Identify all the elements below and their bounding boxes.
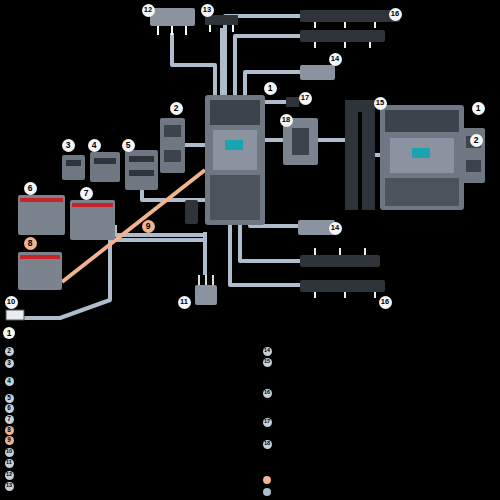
legend-number: 14 [263, 347, 272, 356]
callout-number: 1 [472, 102, 485, 115]
second-contactor [380, 105, 464, 210]
callout-number: 13 [201, 4, 214, 17]
callout-number: 11 [178, 296, 191, 309]
legend-number: 5 [5, 394, 14, 403]
callout-number: 16 [389, 8, 402, 21]
legend-number: 7 [5, 415, 14, 424]
callout-number: 3 [62, 139, 75, 152]
plug-in-surge [195, 275, 217, 305]
legend-number: 15 [263, 358, 272, 367]
legend-number: 6 [5, 404, 14, 413]
front-auxiliary-blocks [62, 150, 158, 190]
callout-number: 4 [88, 139, 101, 152]
legend-number: 18 [263, 440, 272, 449]
legend-number: 17 [263, 418, 272, 427]
callout-number: 17 [299, 92, 312, 105]
legend-number: 12 [5, 471, 14, 480]
orange-legend-dot [263, 476, 271, 484]
callout-number: 7 [80, 187, 93, 200]
legend-number: 1 [3, 327, 15, 339]
callout-number: 10 [5, 296, 18, 309]
callout-number: 5 [122, 139, 135, 152]
legend-number: 4 [5, 377, 14, 386]
callout-number: 14 [329, 53, 342, 66]
busbar-terminal [150, 8, 238, 35]
link-bar-pins [315, 22, 375, 298]
legend-number: 10 [5, 448, 14, 457]
label-plate [6, 310, 24, 320]
callout-number: 12 [142, 4, 155, 17]
surge-suppressor [185, 200, 198, 224]
legend-number: 3 [5, 359, 14, 368]
callout-number: 16 [379, 296, 392, 309]
legend-number: 13 [5, 482, 14, 491]
assignment-lines [24, 16, 380, 318]
grey-legend-dot [263, 488, 271, 496]
legend-number: 2 [5, 347, 14, 356]
callout-number: 6 [24, 182, 37, 195]
legend-number: 9 [5, 436, 14, 445]
callout-number: 15 [374, 97, 387, 110]
interlock-and-frame [283, 100, 375, 210]
legend-number: 8 [5, 426, 14, 435]
callout-number: 2 [170, 102, 183, 115]
callout-number: 14 [329, 222, 342, 235]
timer-modules [18, 195, 115, 290]
callout-number: 2 [470, 134, 483, 147]
main-contactor [205, 95, 265, 225]
callout-number: 18 [280, 114, 293, 127]
callout-number: 8 [24, 237, 37, 250]
callout-number: 9 [142, 220, 155, 233]
legend-number: 11 [5, 459, 14, 468]
callout-number: 1 [264, 82, 277, 95]
legend-number: 16 [263, 389, 272, 398]
